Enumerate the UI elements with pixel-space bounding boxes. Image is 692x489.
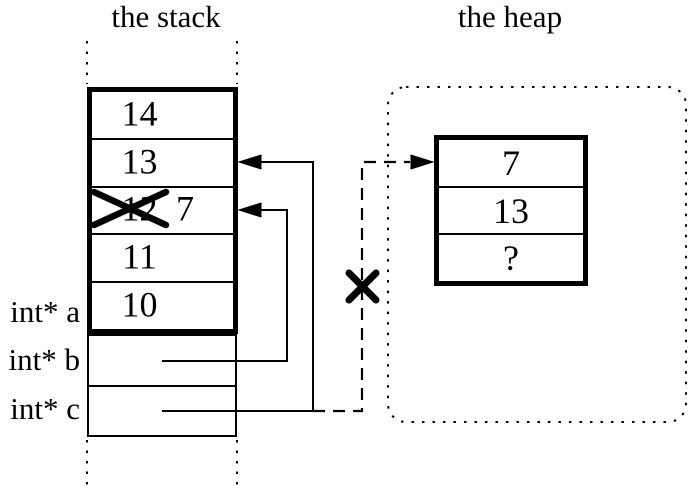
pointer-b-cell xyxy=(89,336,235,387)
stack-title: the stack xyxy=(111,0,221,34)
stack-cell-10: 10 xyxy=(92,283,233,329)
heap-title: the heap xyxy=(457,0,563,34)
pointer-c-cell xyxy=(89,387,235,436)
dangling-heap-pointer-arrow xyxy=(313,154,435,413)
heap-block-box: 7 13 ? xyxy=(434,135,588,286)
right-arrowhead-icon xyxy=(410,154,435,170)
stack-cell-11: 11 xyxy=(92,235,233,284)
heap-cell-unknown: ? xyxy=(503,238,519,279)
left-arrowhead-icon xyxy=(237,202,262,218)
stack-cell-value: 10 xyxy=(121,284,158,325)
stack-cell-14: 14 xyxy=(92,92,233,140)
stack-cell-12-overwritten: 12 7 xyxy=(92,188,233,236)
label-int-a: int* a xyxy=(10,294,80,329)
stack-cell-value: 13 xyxy=(121,141,158,182)
heap-cell-7: 7 xyxy=(439,140,583,188)
stack-cell-value: 11 xyxy=(122,236,157,277)
label-int-c: int* c xyxy=(10,391,80,426)
stack-cell-13: 13 xyxy=(92,140,233,188)
stack-cell-value: 14 xyxy=(121,93,158,134)
heap-pointer-crossout-x-icon xyxy=(345,269,380,304)
stack-cell-new-value: 7 xyxy=(176,189,194,230)
left-arrowhead-icon xyxy=(237,154,262,170)
stack-frame-box: 14 13 12 7 11 10 xyxy=(87,87,238,334)
label-int-b: int* b xyxy=(8,342,80,377)
stack-pointer-cells xyxy=(87,334,237,437)
heap-cell-13: 13 xyxy=(439,188,583,236)
